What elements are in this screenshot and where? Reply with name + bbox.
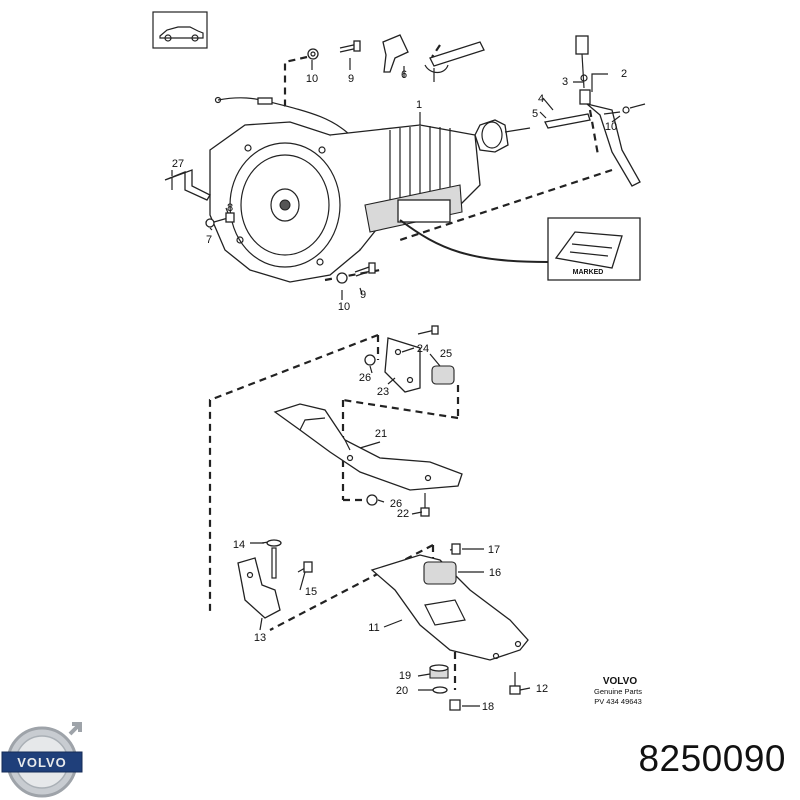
volvo-logo: VOLVO xyxy=(1,722,83,798)
callout-24: 24 xyxy=(417,343,429,355)
bushing-assembly xyxy=(429,664,521,711)
transmission-housing xyxy=(209,119,549,283)
leader-lines xyxy=(171,58,621,707)
callout-4: 4 xyxy=(538,93,544,105)
callout-27: 27 xyxy=(172,158,184,170)
callout-6: 6 xyxy=(401,69,407,81)
shift-rod-assembly xyxy=(544,35,646,187)
callout-7: 7 xyxy=(206,234,212,246)
callout-12: 12 xyxy=(536,683,548,695)
bracket-27 xyxy=(164,169,211,201)
callout-3: 3 xyxy=(562,76,568,88)
callout-25: 25 xyxy=(440,348,452,360)
lower-bolt-assembly xyxy=(336,262,376,284)
throttle-cable xyxy=(214,96,356,141)
callout-5: 5 xyxy=(532,108,538,120)
callout-10-right: 10 xyxy=(605,121,617,133)
part-number: 8250090 xyxy=(638,738,786,779)
crossmember-11 xyxy=(370,543,529,661)
callout-10-top: 10 xyxy=(306,73,318,85)
callout-23: 23 xyxy=(377,386,389,398)
marked-plate-detail: MARKED xyxy=(547,217,641,281)
callout-2: 2 xyxy=(621,68,627,80)
bracket-6 xyxy=(382,34,485,74)
car-thumbnail xyxy=(152,11,208,49)
callout-22: 22 xyxy=(397,508,409,520)
callout-16: 16 xyxy=(489,567,501,579)
genuine-parts-block: VOLVO Genuine Parts PV 434 49643 xyxy=(594,676,642,706)
callout-10-lower: 10 xyxy=(338,301,350,313)
logo-text: VOLVO xyxy=(17,755,67,770)
brand-name: VOLVO xyxy=(603,676,637,687)
callout-11: 11 xyxy=(368,622,379,634)
callout-14: 14 xyxy=(233,539,245,551)
brand-subtitle: Genuine Parts xyxy=(594,687,642,696)
top-bolt-assembly xyxy=(307,40,361,60)
brand-code: PV 434 49643 xyxy=(594,697,642,706)
callout-13: 13 xyxy=(254,632,266,644)
callout-19: 19 xyxy=(399,670,411,682)
crossmember-21 xyxy=(273,403,463,517)
callout-26-upper: 26 xyxy=(359,372,371,384)
callout-numbers: 1 2 3 4 5 6 7 8 9 9 10 10 10 11 12 13 14… xyxy=(172,68,627,713)
marked-plate-label: MARKED xyxy=(573,269,604,276)
callout-9-top: 9 xyxy=(348,73,354,85)
bracket-13 xyxy=(237,539,313,619)
callout-17: 17 xyxy=(488,544,500,556)
callout-15: 15 xyxy=(305,586,317,598)
callout-18: 18 xyxy=(482,701,494,713)
callout-9-lower: 9 xyxy=(360,289,366,301)
callout-21: 21 xyxy=(375,428,387,440)
bolts-7-8 xyxy=(205,212,235,228)
callout-26-lower: 26 xyxy=(390,498,402,510)
callout-20: 20 xyxy=(396,685,408,697)
callout-1: 1 xyxy=(416,99,422,111)
callout-8: 8 xyxy=(227,202,233,214)
